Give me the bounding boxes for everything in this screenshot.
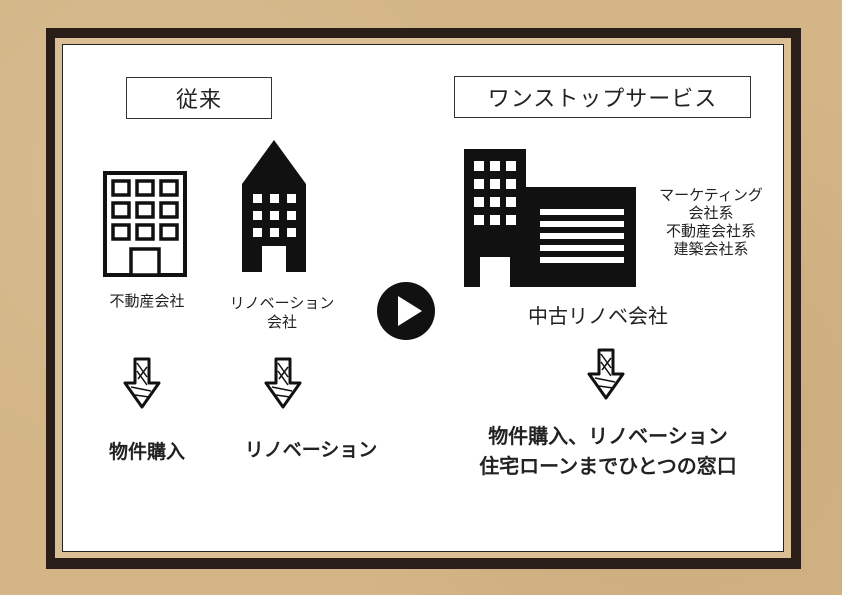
office-building-icon: [103, 171, 187, 277]
company-b-label-line1: リノベーション: [229, 294, 335, 312]
large-building-icon: [464, 149, 636, 287]
tower-building-icon: [242, 140, 306, 272]
result-purchase: 物件購入: [108, 441, 185, 463]
down-arrow-icon: [264, 357, 302, 409]
side-note: マーケティング 会社系 不動産会社系 建築会社系: [642, 186, 780, 258]
renovation-company-label: 中古リノベ会社: [528, 304, 668, 328]
down-arrow-icon: [123, 357, 161, 409]
traditional-title: 従来: [126, 77, 272, 119]
company-a-label: 不動産会社: [109, 292, 185, 310]
result-renovation: リノベーション: [244, 439, 378, 461]
one-stop-result-line1: 物件購入、リノベーション: [488, 424, 728, 448]
down-arrow-icon: [587, 348, 625, 400]
play-arrow-icon: [377, 282, 435, 340]
one-stop-title: ワンストップサービス: [454, 76, 751, 118]
side-note-line: 会社系: [688, 204, 734, 222]
side-note-line: マーケティング: [659, 186, 763, 204]
side-note-line: 建築会社系: [673, 240, 749, 258]
one-stop-result-line2: 住宅ローンまでひとつの窓口: [479, 454, 737, 478]
side-note-line: 不動産会社系: [665, 222, 756, 240]
company-b-label-line2: 会社: [266, 313, 297, 331]
